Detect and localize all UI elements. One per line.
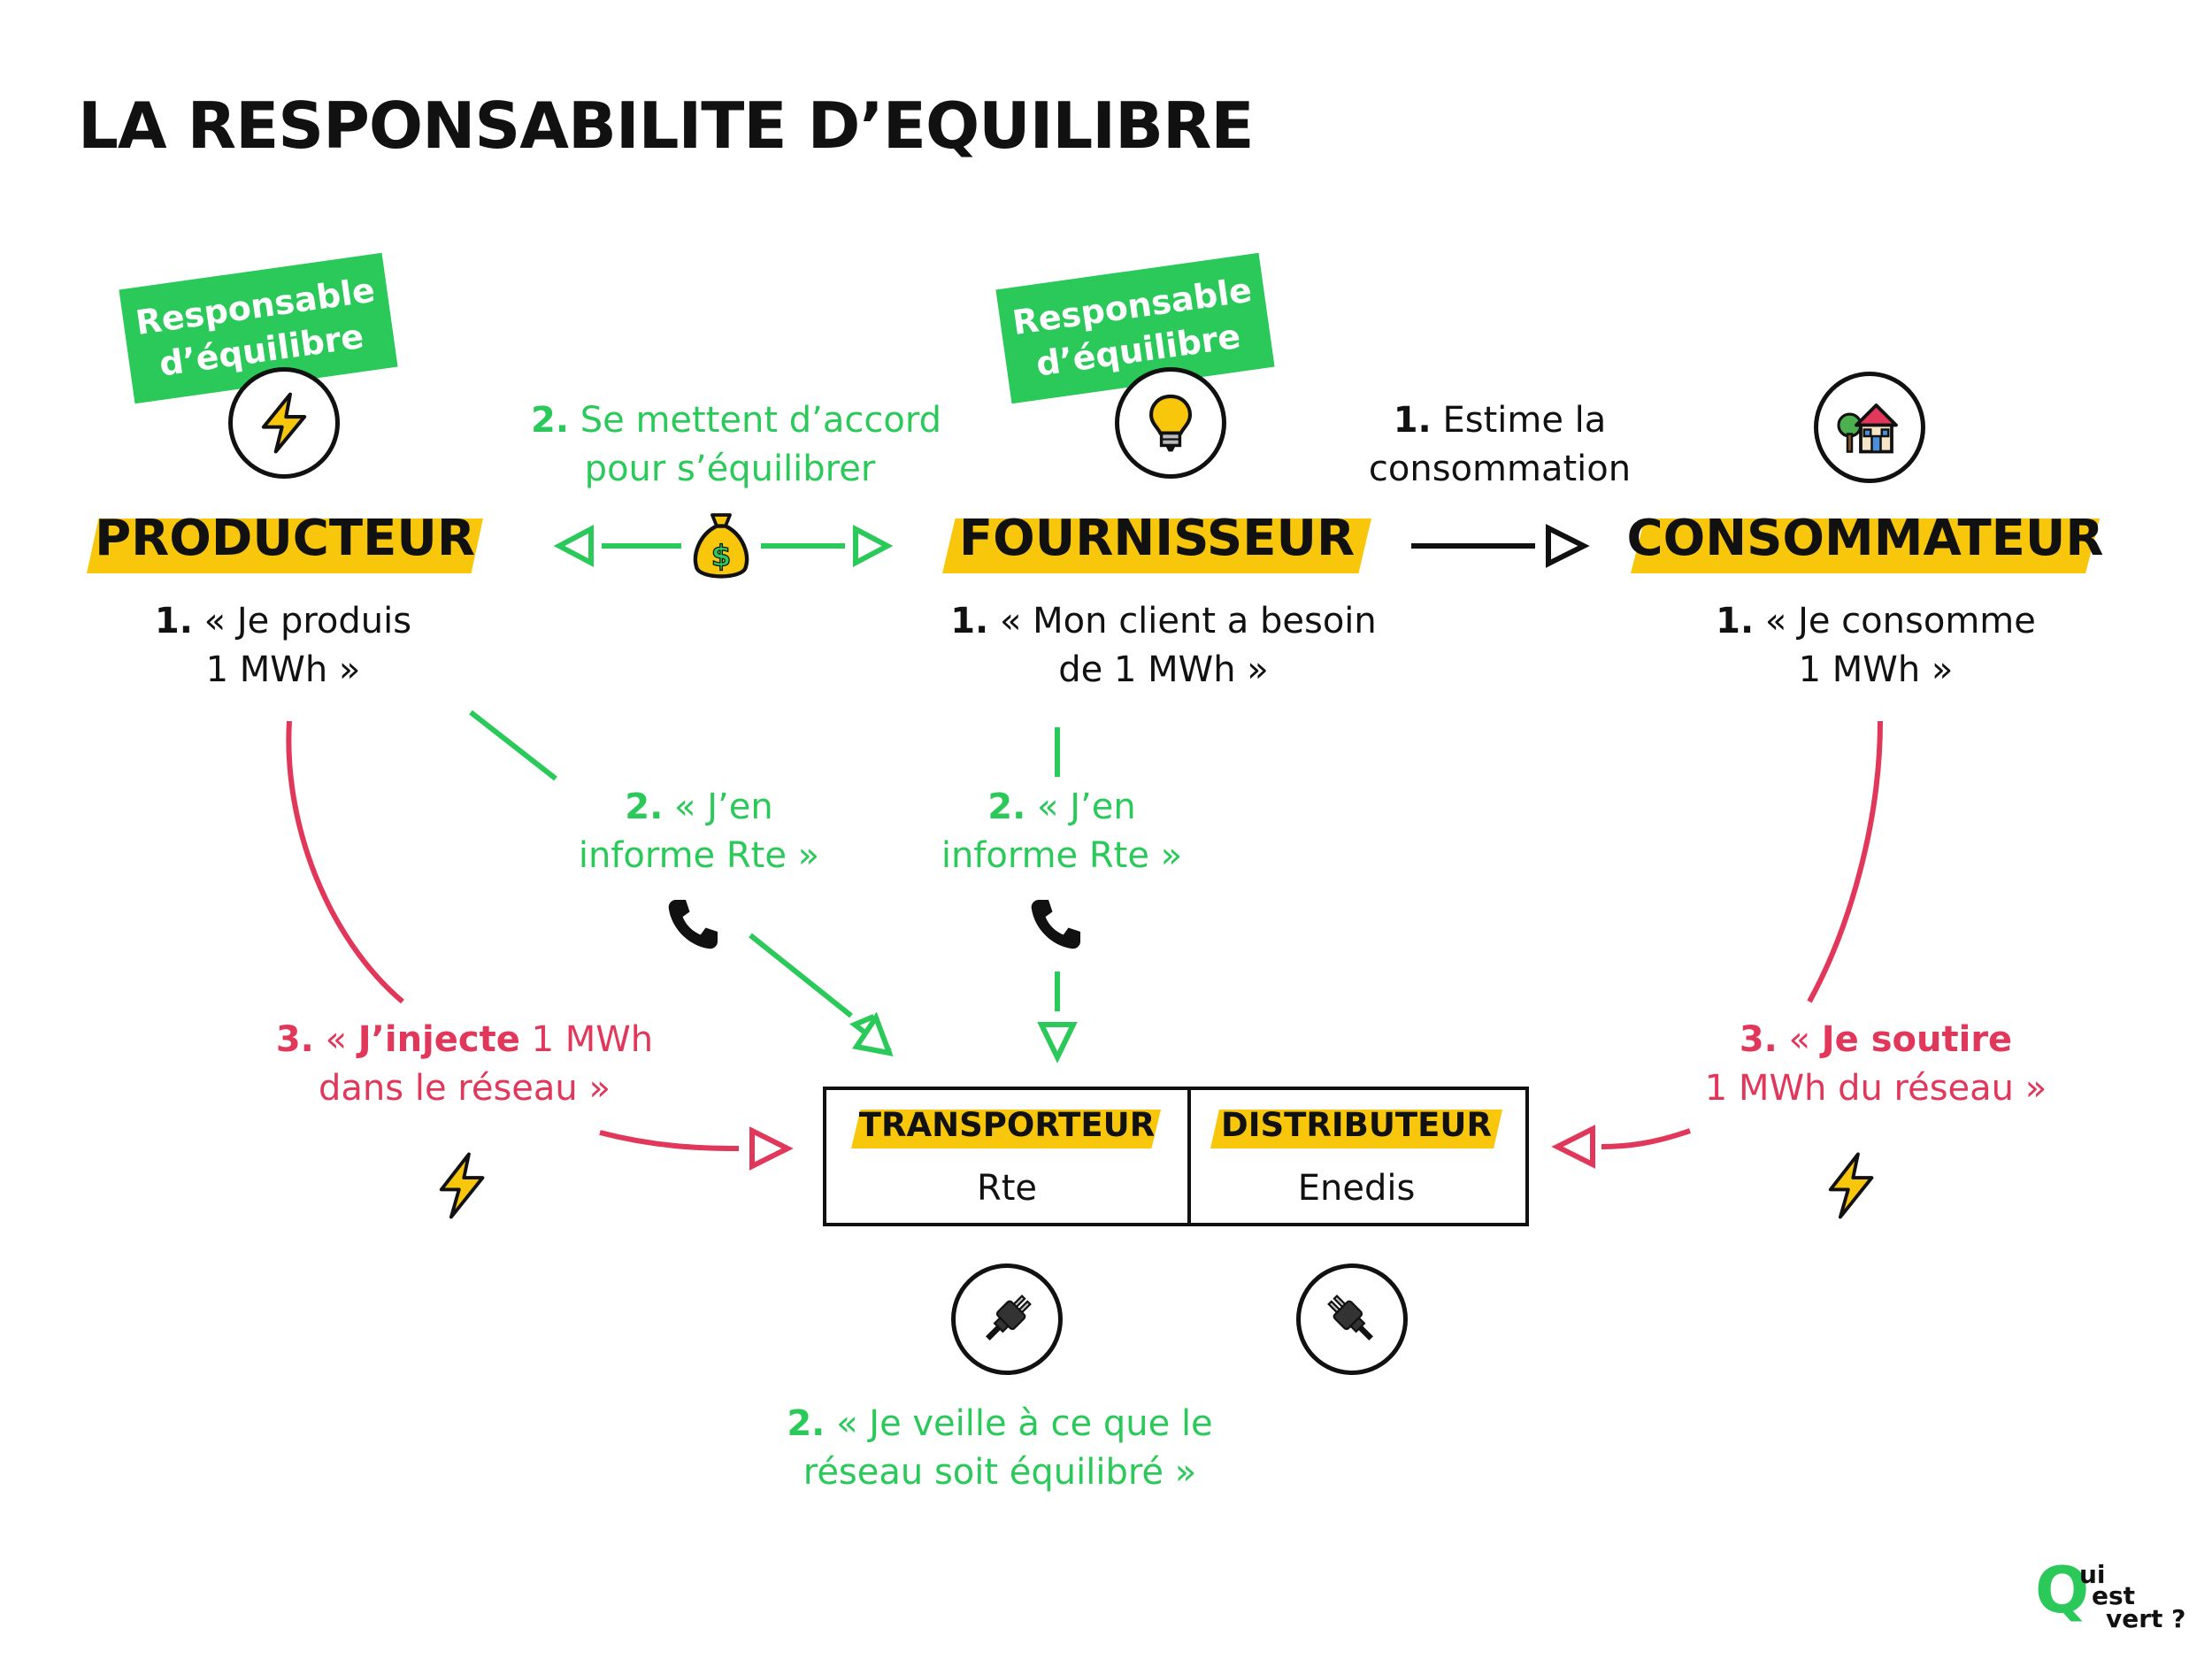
estimate-line1: Estime la [1442,400,1607,441]
estimate-connector [1411,524,1590,568]
lightning-icon [261,392,307,454]
producer-label: PRODUCTEUR [95,509,475,567]
money-bag-icon: $ [686,506,757,586]
lightning-icon [429,1150,493,1221]
withdraw-verb: Je soutire [1821,1019,2013,1060]
distributor-label: DISTRIBUTEUR [1221,1106,1492,1144]
producer-inform-number: 2. [625,787,664,827]
operators-divider [1187,1090,1191,1223]
lightning-icon [1818,1150,1882,1221]
supplier-icon-circle [1115,367,1226,479]
inject-text: 3. « J’injecte 1 MWh dans le réseau » [265,1016,664,1113]
svg-text:$: $ [711,540,732,573]
supplier-inform-connector [1037,727,1078,1064]
withdraw-quote: « [1788,1019,1811,1060]
logo-q: Q [2035,1553,2090,1627]
transporter-label: TRANSPORTEUR [858,1106,1156,1144]
logo-est: est [2092,1581,2136,1610]
supplier-inform-text: 2. « J’en informe Rte » [911,783,1212,880]
inject-line2: dans le réseau » [319,1068,611,1109]
transporter-highlight [851,1110,1161,1148]
transporter-company: Rte [976,1168,1038,1209]
balance-note-line1: « Je veille à ce que le [836,1403,1213,1444]
producer-step1-number: 1. [154,601,193,641]
consumer-icon-circle [1814,372,1925,483]
producer-inform-text: 2. « J’en informe Rte » [549,783,849,880]
distributor-highlight [1210,1110,1502,1148]
distributor-cell: DISTRIBUTEUR Enedis [1191,1090,1522,1223]
distributor-company: Enedis [1297,1168,1416,1209]
consumer-step1-number: 1. [1716,601,1755,641]
logo-vert: vert ? [2106,1604,2186,1633]
consumer-step1-line2: 1 MWh » [1798,649,1954,690]
producer-inform-connector [469,710,894,1056]
inject-verb: J’injecte [357,1019,520,1060]
producer-icon-circle [228,367,340,479]
producer-step1-line1: « Je produis [204,601,412,641]
consumer-label-highlight [1631,518,2100,573]
inject-amount: 1 MWh [531,1019,654,1060]
phone-icon [1025,892,1088,956]
inject-number: 3. [275,1019,314,1060]
withdraw-number: 3. [1739,1019,1778,1060]
balance-note: 2. « Je veille à ce que le réseau soit é… [752,1400,1248,1497]
supplier-inform-line1: « J’en [1037,787,1136,827]
house-icon [1837,403,1898,454]
withdraw-line2: 1 MWh du réseau » [1704,1068,2047,1109]
supplier-inform-line2: informe Rte » [941,835,1183,876]
transporter-icon-circle [951,1263,1063,1375]
agreement-number: 2. [531,400,570,441]
supplier-step1-line1: « Mon client a besoin [999,601,1377,641]
producer-inform-line2: informe Rte » [578,835,820,876]
consumer-step1-line1: « Je consomme [1764,601,2036,641]
agreement-line2: pour s’équilibrer [584,449,876,489]
transporter-cell: TRANSPORTEUR Rte [826,1090,1187,1223]
supplier-step1: 1. « Mon client a besoin de 1 MWh » [938,597,1389,695]
estimate-number: 1. [1393,400,1432,441]
producer-step1-line2: 1 MWh » [205,649,361,690]
grid-operators-box: TRANSPORTEUR Rte DISTRIBUTEUR Enedis [823,1087,1529,1226]
balance-note-number: 2. [787,1403,826,1444]
plug-icon [1327,1294,1373,1340]
supplier-inform-number: 2. [987,787,1026,827]
withdraw-text: 3. « Je soutire 1 MWh du réseau » [1677,1016,2075,1113]
agreement-line1: Se mettent d’accord [580,400,941,441]
lightbulb-icon [1149,394,1192,452]
balance-note-line2: réseau soit équilibré » [803,1452,1197,1493]
estimate-text: 1. Estime la consommation [1354,396,1646,494]
supplier-label: FOURNISSEUR [958,509,1356,567]
phone-icon [662,892,726,956]
producer-step1: 1. « Je produis 1 MWh » [106,597,460,695]
inject-connector [286,720,794,1171]
plug-icon [986,1294,1032,1340]
withdraw-connector [1551,720,1883,1169]
consumer-step1: 1. « Je consomme 1 MWh » [1681,597,2070,695]
distributor-icon-circle [1296,1263,1408,1375]
logo: Q ui est vert ? [2035,1553,2194,1641]
estimate-line2: consommation [1368,449,1632,489]
supplier-step1-line2: de 1 MWh » [1058,649,1269,690]
agreement-connector [553,525,894,567]
agreement-text: 2. Se mettent d’accord pour s’équilibrer [531,396,941,494]
producer-inform-line1: « J’en [674,787,773,827]
supplier-step1-number: 1. [950,601,989,641]
supplier-label-highlight [942,518,1371,573]
page-title: LA RESPONSABILITE D’EQUILIBRE [78,88,1255,163]
producer-label-highlight [87,518,483,573]
consumer-label: CONSOMMATEUR [1626,509,2104,567]
inject-quote: « [325,1019,348,1060]
logo-ui: ui [2079,1560,2106,1589]
